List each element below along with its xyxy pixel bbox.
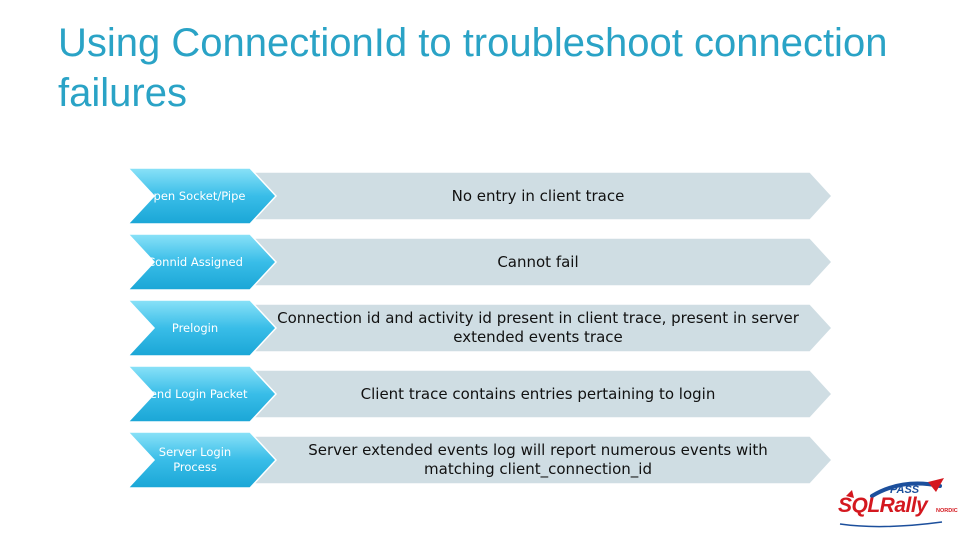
process-step-3: Connection id and activity id present in… [0,300,960,356]
step-chevron: Prelogin [128,300,278,356]
step-description-bar: Server extended events log will report n… [238,436,832,484]
logo-sub-text: NORDIC [936,508,958,514]
logo-name-text: SQLRally [838,494,928,517]
step-description-bar: Cannot fail [238,238,832,286]
step-label: Server Login Process [158,445,232,474]
process-step-4: Client trace contains entries pertaining… [0,366,960,422]
step-description-bar: Client trace contains entries pertaining… [238,370,832,418]
step-chevron: Connid Assigned [128,234,278,290]
step-description: Client trace contains entries pertaining… [360,384,716,403]
step-label: Open Socket/Pipe [144,188,246,203]
step-description-bar: Connection id and activity id present in… [238,304,832,352]
logo-pass-text: PASS [890,484,920,496]
step-description: Connection id and activity id present in… [277,309,799,346]
step-label: Connid Assigned [147,254,243,269]
slide-title: Using ConnectionId to troubleshoot conne… [58,21,888,115]
step-description: Cannot fail [497,252,579,271]
sqlrally-logo: PASS SQLRally NORDIC [832,476,958,532]
step-label: Prelogin [171,320,219,335]
process-step-5: Server extended events log will report n… [0,432,960,488]
process-step-2: Cannot fail Connid Assigned [0,234,960,290]
step-description: Server extended events log will report n… [308,441,768,478]
step-chevron: Send Login Packet [128,366,278,422]
step-label: Send Login Packet [142,386,248,401]
step-chevron: Server Login Process [128,432,278,488]
step-description: No entry in client trace [451,186,625,205]
process-step-1: No entry in client trace Open Socket/Pip… [0,168,960,224]
step-chevron: Open Socket/Pipe [128,168,278,224]
step-description-bar: No entry in client trace [238,172,832,220]
